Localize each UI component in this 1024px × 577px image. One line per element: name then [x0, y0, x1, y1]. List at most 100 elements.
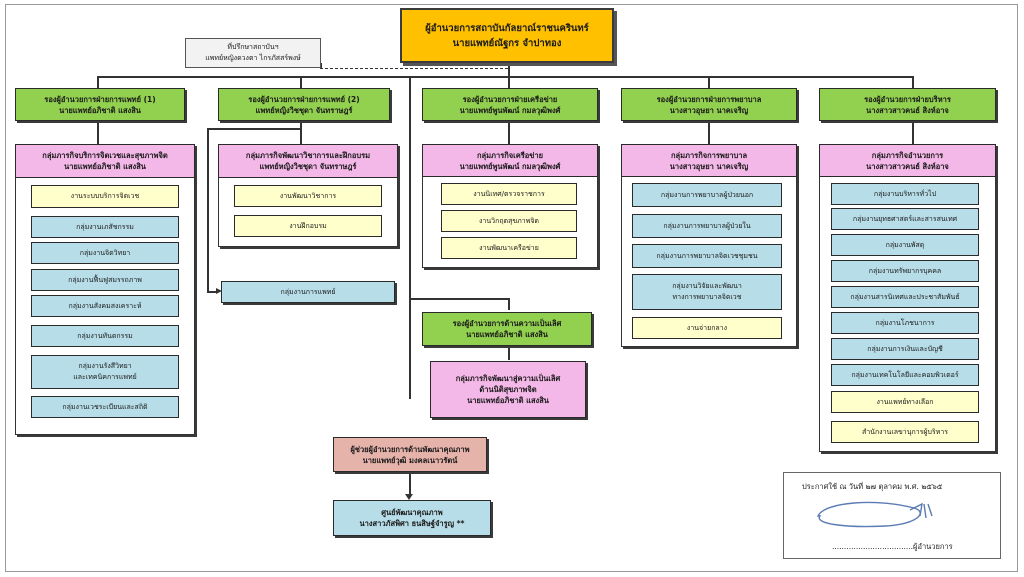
unit-dentistry[interactable]: กลุ่มงานทันตกรรม: [31, 325, 179, 347]
group-title: กลุ่มภารกิจอำนวยการ: [871, 150, 944, 160]
connector-dep2-group2: [300, 121, 302, 144]
unit-label: กลุ่มงานการพยาบาลจิตเวชชุมชน: [656, 251, 758, 260]
unit-label: กลุ่มงานทันตกรรม: [77, 331, 133, 340]
deputy-medical-2-box[interactable]: รองผู้อำนวยการฝ่ายการแพทย์ (2) แพทย์หญิง…: [218, 88, 390, 121]
assistant-name: นายแพทย์วุฒิ มงคลเนาวรัตน์: [362, 455, 458, 465]
connector-col5-down: [912, 76, 914, 88]
unit-label: กลุ่มงานการพยาบาลผู้ป่วยนอก: [660, 190, 754, 199]
unit-strategy-it[interactable]: กลุ่มงานยุทธศาสตร์และสารสนเทศ: [831, 208, 979, 230]
unit-supervision[interactable]: งานนิเทศ/ตรวจราชการ: [441, 183, 577, 205]
quality-center-name: นางสาวภัสพิศา ธนสิษฐ์จำรูญ **: [359, 519, 465, 528]
connector-assistant-quality: [409, 472, 411, 496]
deputy-name: นายแพทย์อภิชาติ แสงสิน: [466, 330, 548, 339]
deputy-nursing-box[interactable]: รองผู้อำนวยการฝ่ายการพยาบาล นางสาวอุษยา …: [621, 88, 797, 121]
unit-outpatient-nursing[interactable]: กลุ่มงานการพยาบาลผู้ป่วยนอก: [632, 183, 782, 207]
director-box[interactable]: ผู้อำนวยการสถาบันกัลยาณ์ราชนครินทร์ นายแ…: [400, 8, 614, 63]
unit-mental-health-crisis[interactable]: งานวิกฤตสุขภาพจิต: [441, 210, 577, 232]
connector-dep1-group1: [97, 121, 99, 144]
unit-label: กลุ่มงานเทคโนโลยีและคอมพิวเตอร์: [851, 370, 959, 379]
unit-inpatient-nursing[interactable]: กลุ่มงานการพยาบาลผู้ป่วยใน: [632, 214, 782, 238]
advisor-box[interactable]: ที่ปรึกษาสถาบันฯ แพทย์หญิงดวงตา ไกรภัสสร…: [185, 38, 321, 68]
unit-general-admin[interactable]: กลุ่มงานบริหารทั่วไป: [831, 183, 979, 205]
unit-network-development[interactable]: งานพัฒนาเครือข่าย: [441, 237, 577, 259]
unit-label: กลุ่มงานสังคมสงเคราะห์: [68, 301, 142, 310]
quality-center-title: ศูนย์พัฒนาคุณภาพ: [381, 508, 443, 517]
deputy-name: นางสาวอุษยา นาคเจริญ: [669, 105, 749, 115]
unit-label: กลุ่มงานการแพทย์: [280, 287, 336, 296]
unit-community-nursing[interactable]: กลุ่มงานการพยาบาลจิตเวชชุมชน: [632, 244, 782, 268]
unit-label: กลุ่มงานพัสดุ: [885, 240, 925, 249]
unit-label: กลุ่มงานสารนิเทศและประชาสัมพันธ์: [850, 292, 960, 301]
unit-training[interactable]: งานฝึกอบรม: [234, 215, 382, 237]
group-title: กลุ่มภารกิจบริการจิตเวชและสุขภาพจิต: [42, 151, 168, 160]
deputy-admin-box[interactable]: รองผู้อำนวยการฝ่ายบริหาร นางสาวสาวคนธ์ ส…: [819, 88, 996, 121]
connector-excellence-horizontal: [409, 298, 509, 300]
unit-academic-development[interactable]: งานพัฒนาวิชาการ: [234, 185, 382, 207]
connector-col2-down: [300, 76, 302, 88]
unit-label: งานแพทย์ทางเลือก: [876, 397, 934, 406]
unit-radiology-lab[interactable]: กลุ่มงานรังสีวิทยา และเทคนิคการแพทย์: [31, 355, 179, 389]
group-title: กลุ่มภารกิจเครือข่าย: [476, 150, 544, 160]
deputy-title: รองผู้อำนวยการฝ่ายการพยาบาล: [656, 94, 762, 104]
unit-label: งานพัฒนาเครือข่าย: [479, 243, 539, 252]
unit-central-supply[interactable]: งานจ่ายกลาง: [632, 317, 782, 339]
unit-rehabilitation[interactable]: กลุ่มงานฟื้นฟูสมรรถภาพ: [31, 269, 179, 291]
deputy-medical-1-box[interactable]: รองผู้อำนวยการฝ่ายการแพทย์ (1) นายแพทย์อ…: [15, 88, 185, 121]
group-4-header[interactable]: กลุ่มภารกิจการพยาบาล นางสาวอุษยา นาคเจริ…: [621, 144, 797, 177]
unit-label: กลุ่มงานการเงินและบัญชี: [867, 344, 943, 353]
unit-nursing-research[interactable]: กลุ่มงานวิจัยและพัฒนา ทางการพยาบาลจิตเวช: [632, 274, 782, 310]
deputy-name: แพทย์หญิงวิชชุดา จันทราษฎร์: [255, 105, 353, 115]
unit-psychology[interactable]: กลุ่มงานจิตวิทยา: [31, 242, 179, 264]
unit-alternative-medicine[interactable]: งานแพทย์ทางเลือก: [831, 391, 979, 413]
unit-label: งานวิกฤตสุขภาพจิต: [479, 216, 539, 225]
deputy-title: รองผู้อำนวยการฝ่ายบริหาร: [864, 94, 951, 104]
unit-public-relations[interactable]: กลุ่มงานสารนิเทศและประชาสัมพันธ์: [831, 286, 979, 308]
unit-human-resources[interactable]: กลุ่มงานทรัพยากรบุคคล: [831, 260, 979, 282]
director-name: นายแพทย์ณัฐกร จำปาทอง: [452, 37, 562, 49]
connector-dep3-group3: [508, 121, 510, 144]
deputy-title: รองผู้อำนวยการฝ่ายเครือข่าย: [462, 94, 558, 104]
group-head-name: นายแพทย์อภิชาติ แสงสิน: [64, 162, 146, 171]
unit-finance-accounting[interactable]: กลุ่มงานการเงินและบัญชี: [831, 338, 979, 360]
connector-director-down: [508, 64, 510, 76]
unit-medical-group[interactable]: กลุ่มงานการแพทย์: [221, 281, 395, 303]
unit-label-2: ทางการพยาบาลจิตเวช: [672, 293, 742, 301]
unit-nutrition[interactable]: กลุ่มงานโภชนาการ: [831, 312, 979, 334]
unit-label: งานจ่ายกลาง: [686, 323, 728, 332]
unit-pharmacy[interactable]: กลุ่มงานเภสัชกรรม: [31, 216, 179, 238]
group-head-name: นางสาวสาวคนธ์ สิงห์อาจ: [866, 161, 949, 171]
unit-executive-secretary[interactable]: สำนักงานเลขานุการผู้บริหาร: [831, 421, 979, 443]
group-5-header[interactable]: กลุ่มภารกิจอำนวยการ นางสาวสาวคนธ์ สิงห์อ…: [819, 144, 996, 177]
group-excellence-box[interactable]: กลุ่มภารกิจพัฒนาสู่ความเป็นเลิศ ด้านนิติ…: [430, 361, 586, 418]
connector-dep5-group5: [912, 121, 914, 144]
director-title: ผู้อำนวยการสถาบันกัลยาณ์ราชนครินทร์: [425, 22, 589, 34]
quality-center-box[interactable]: ศูนย์พัฒนาคุณภาพ นางสาวภัสพิศา ธนสิษฐ์จำ…: [333, 500, 491, 536]
unit-label: กลุ่มงานฟื้นฟูสมรรถภาพ: [68, 275, 142, 284]
group-2-header[interactable]: กลุ่มภารกิจพัฒนาวิชาการและฝึกอบรม แพทย์ห…: [218, 144, 398, 178]
group-1-header[interactable]: กลุ่มภารกิจบริการจิตเวชและสุขภาพจิต นายแ…: [15, 144, 195, 178]
unit-medical-records[interactable]: กลุ่มงานเวชระเบียนและสถิติ: [31, 396, 179, 418]
connector-col3-down: [508, 76, 510, 88]
group-head-name: นายแพทย์อภิชาติ แสงสิน: [467, 396, 549, 405]
unit-label: กลุ่มงานเภสัชกรรม: [76, 222, 134, 231]
unit-psychiatric-service-system[interactable]: งานระบบบริการจิตเวช: [31, 185, 179, 208]
connector-medical-horizontal: [207, 291, 217, 293]
assistant-director-box[interactable]: ผู้ช่วยผู้อำนวยการด้านพัฒนาคุณภาพ นายแพท…: [333, 437, 487, 472]
group-3-header[interactable]: กลุ่มภารกิจเครือข่าย นายแพทย์พูนพัฒน์ กม…: [422, 144, 598, 177]
group-title: กลุ่มภารกิจพัฒนาวิชาการและฝึกอบรม: [245, 151, 371, 160]
arrow-to-quality-center: [405, 494, 413, 500]
unit-label: กลุ่มงานบริหารทั่วไป: [873, 189, 937, 198]
deputy-name: นางสาวสาวคนธ์ สิงห์อาจ: [866, 105, 949, 115]
connector-col4-down: [708, 76, 710, 88]
unit-label: กลุ่มงานจิตวิทยา: [79, 248, 131, 257]
deputy-network-box[interactable]: รองผู้อำนวยการฝ่ายเครือข่าย นายแพทย์พูนพ…: [422, 88, 598, 121]
group-head-name: นายแพทย์พูนพัฒน์ กมลวุฒิพงศ์: [459, 161, 561, 171]
group-head-name: นางสาวอุษยา นาคเจริญ: [669, 161, 749, 171]
unit-technology-computer[interactable]: กลุ่มงานเทคโนโลยีและคอมพิวเตอร์: [831, 364, 979, 386]
deputy-excellence-box[interactable]: รองผู้อำนวยการด้านความเป็นเลิศ นายแพทย์อ…: [422, 312, 592, 346]
advisor-name: แพทย์หญิงดวงตา ไกรภัสสร์พงษ์: [205, 54, 301, 62]
connector-trunk: [409, 76, 411, 399]
group-title: กลุ่มภารกิจพัฒนาสู่ความเป็นเลิศ: [455, 374, 561, 383]
unit-social-work[interactable]: กลุ่มงานสังคมสงเคราะห์: [31, 295, 179, 317]
unit-supplies[interactable]: กลุ่มงานพัสดุ: [831, 234, 979, 256]
